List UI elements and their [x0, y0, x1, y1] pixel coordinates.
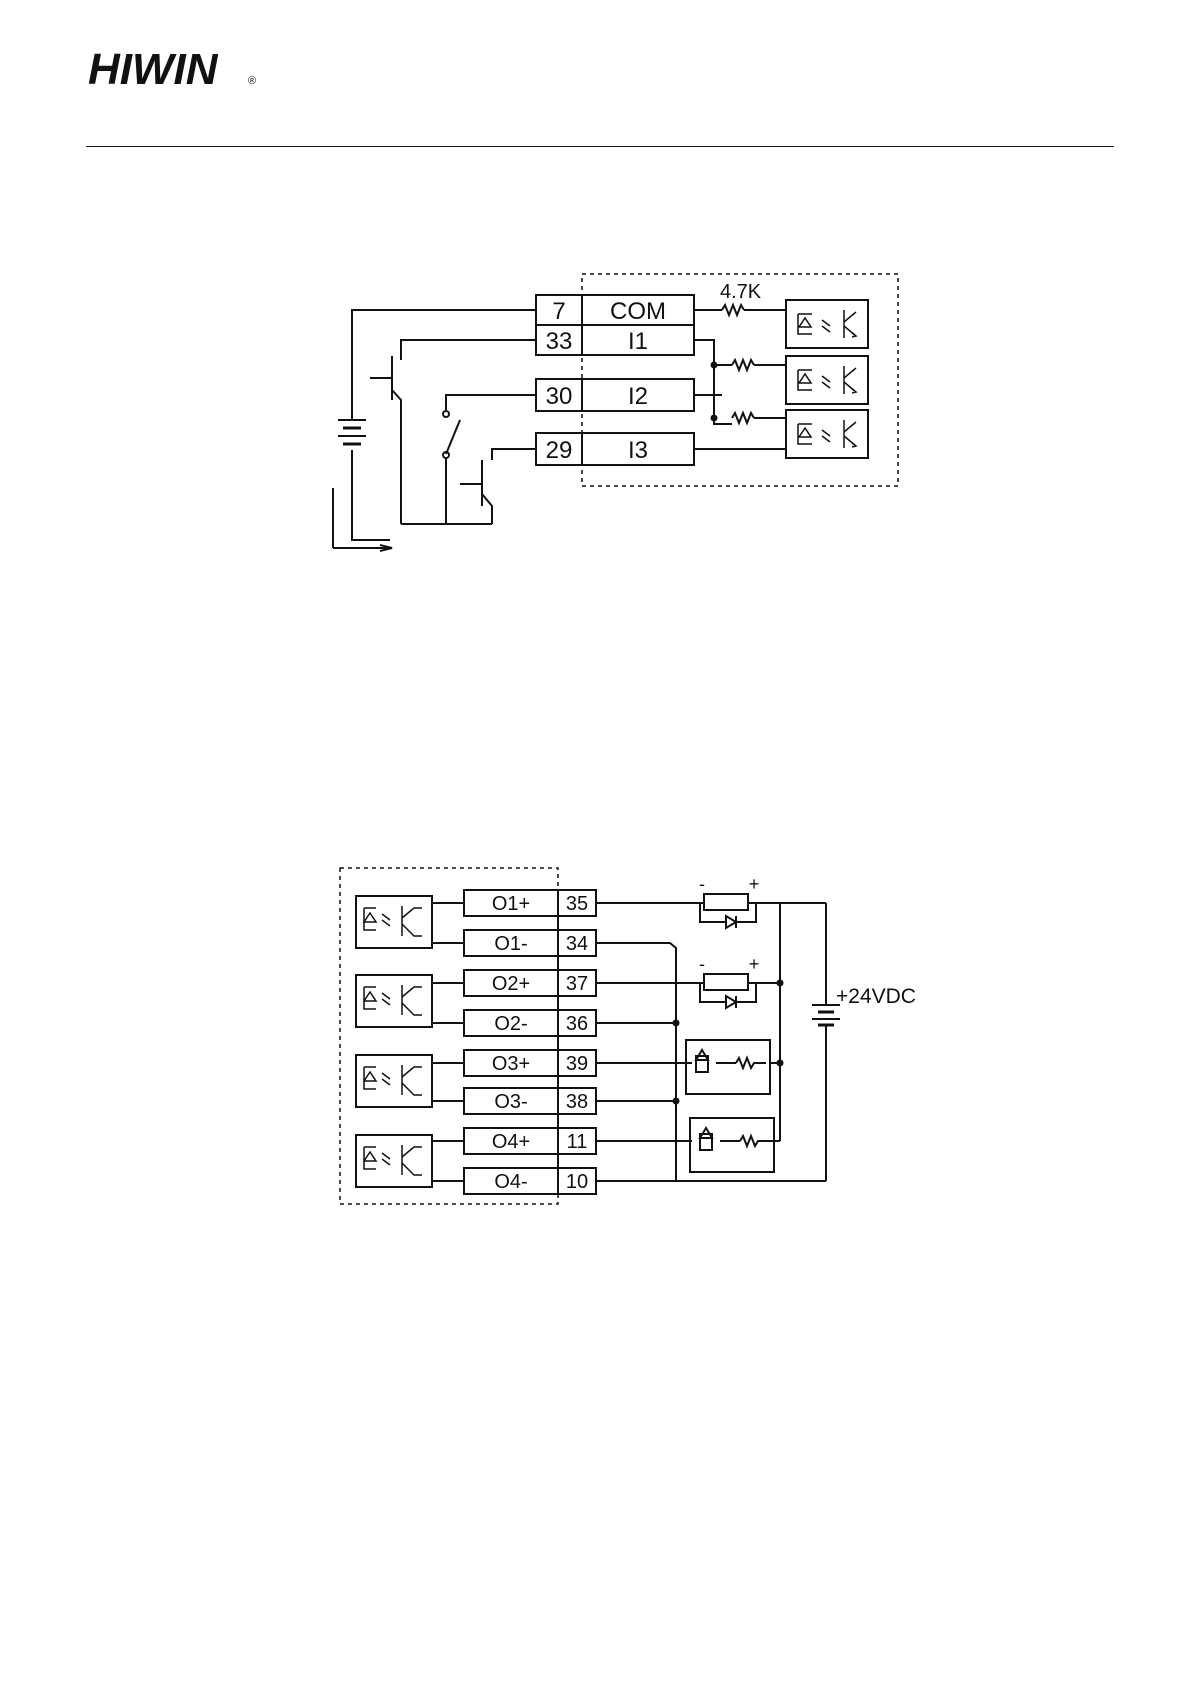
polarity-plus-1: + — [749, 874, 760, 894]
signal-label-o3-plus: O3+ — [492, 1053, 530, 1075]
pin-number-38: 38 — [566, 1091, 588, 1113]
pin-number-39: 39 — [566, 1053, 588, 1075]
pin-number-35: 35 — [566, 893, 588, 915]
polarity-plus-2: + — [749, 954, 760, 974]
signal-label-o1-minus: O1- — [494, 933, 527, 955]
signal-label-o2-plus: O2+ — [492, 973, 530, 995]
signal-label-o1-plus: O1+ — [492, 893, 530, 915]
pin-number-37: 37 — [566, 973, 588, 995]
pin-number-34: 34 — [566, 933, 588, 955]
pin-number-36: 36 — [566, 1013, 588, 1035]
load-relay-1 — [704, 894, 748, 910]
polarity-minus-2: - — [699, 954, 705, 974]
signal-label-o2-minus: O2- — [494, 1013, 527, 1035]
signal-label-o4-plus: O4+ — [492, 1131, 530, 1153]
load-relay-2 — [704, 974, 748, 990]
signal-label-o3-minus: O3- — [494, 1091, 527, 1113]
polarity-minus-1: - — [699, 874, 705, 894]
load-indicator-3 — [686, 1040, 770, 1094]
supply-voltage-label: +24VDC — [836, 985, 916, 1008]
load-indicator-4 — [690, 1118, 774, 1172]
pin-number-10: 10 — [566, 1171, 588, 1193]
pin-number-11: 11 — [567, 1131, 588, 1153]
signal-label-o4-minus: O4- — [494, 1171, 527, 1193]
